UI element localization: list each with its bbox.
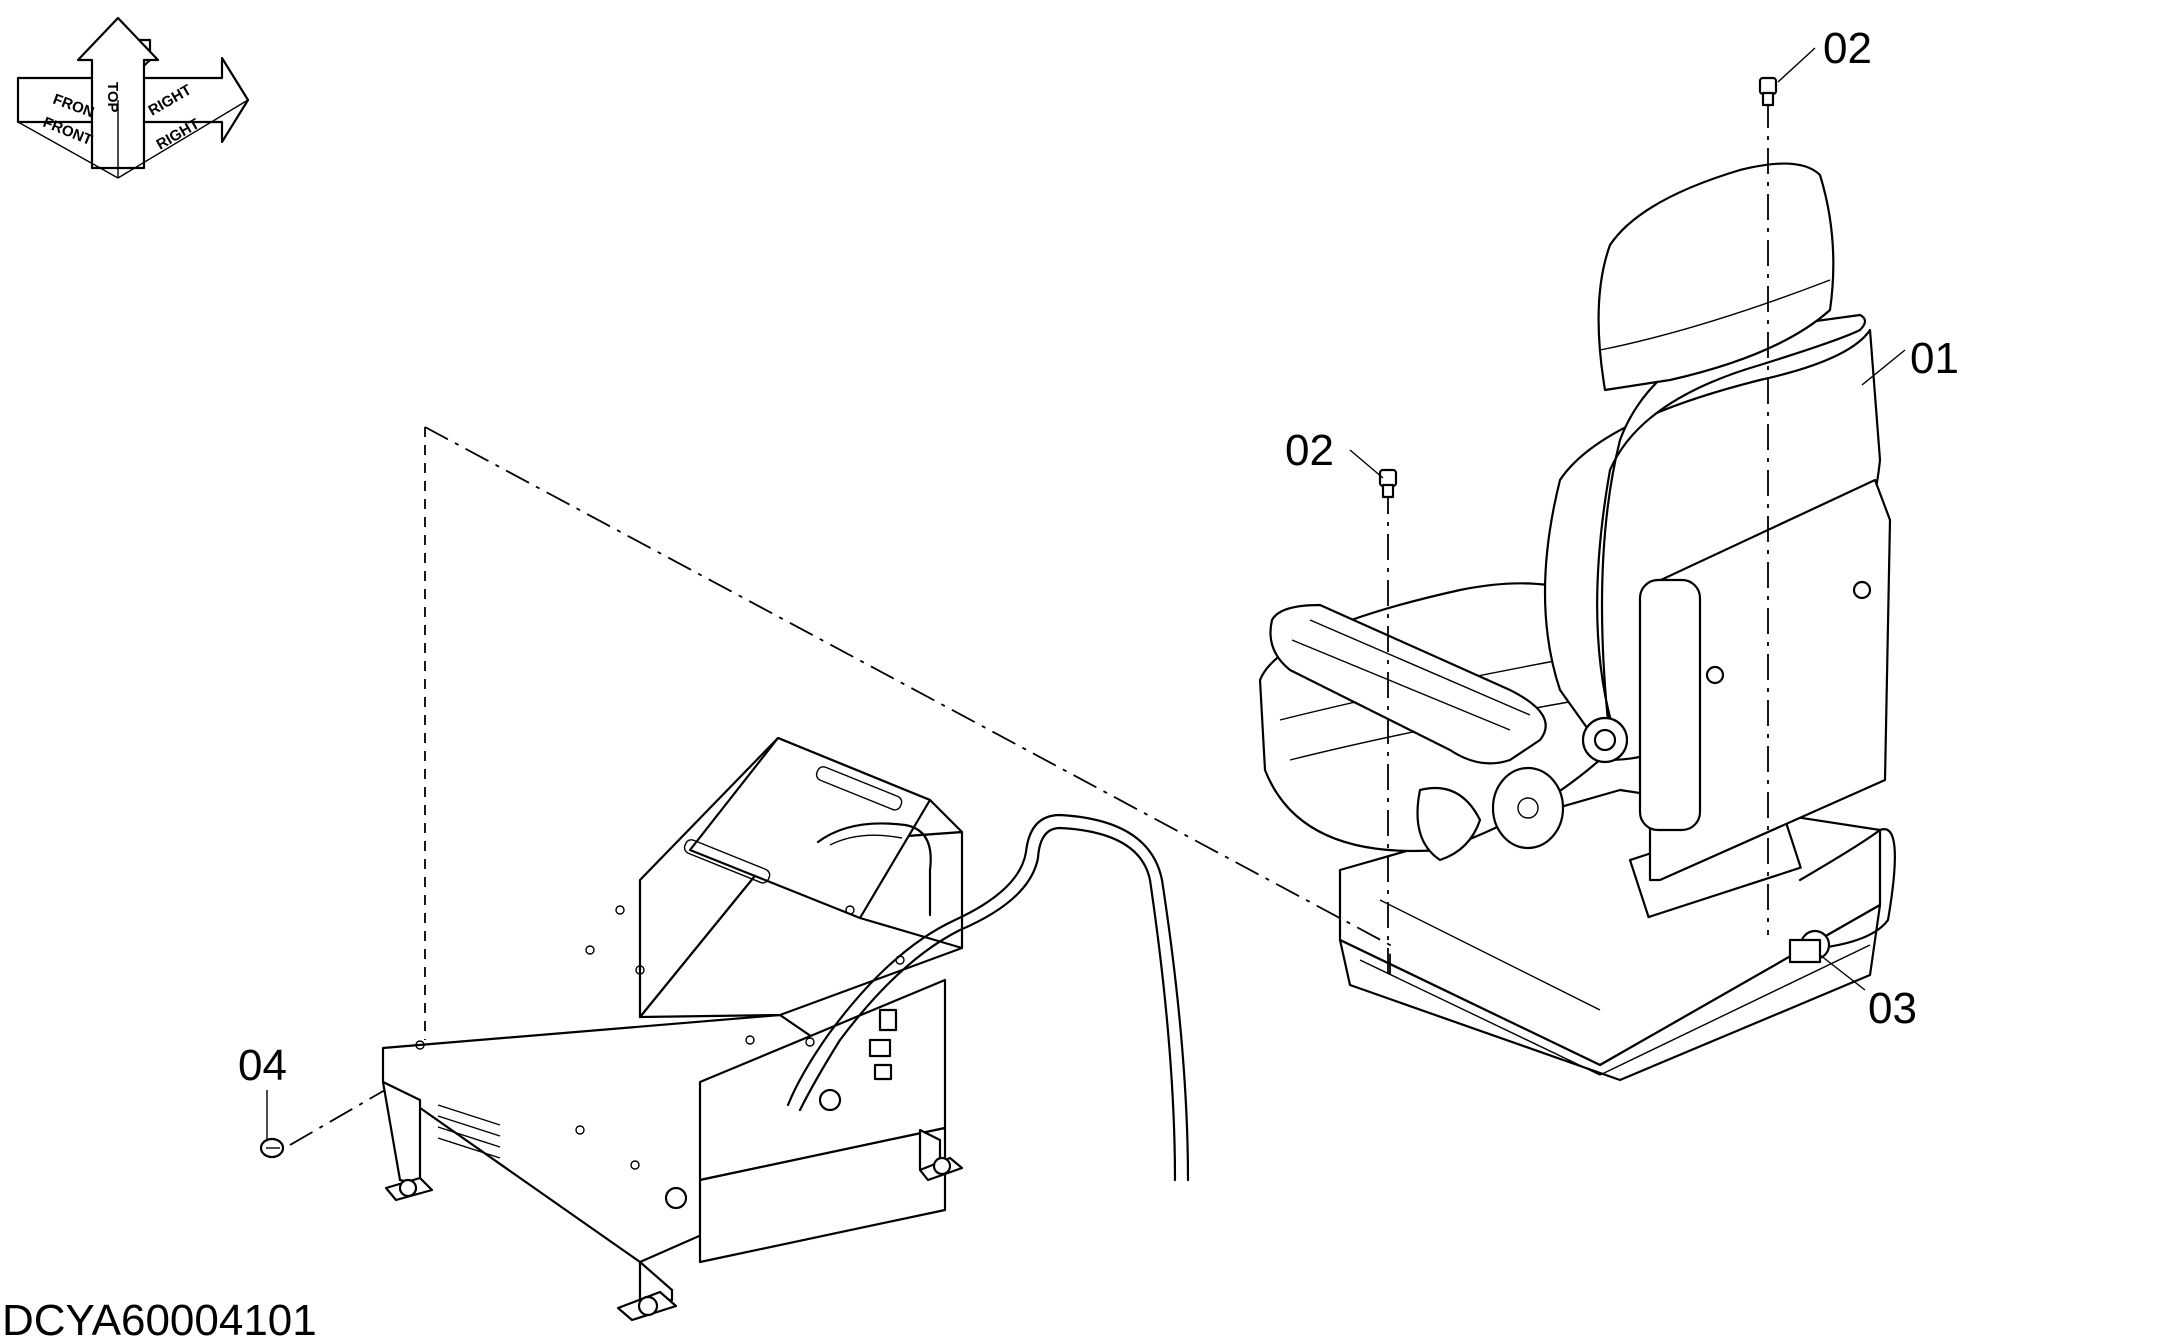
callout-02-top: 02 — [1823, 24, 1872, 73]
seat-base-bracket — [381, 736, 1190, 1322]
leader-lines — [266, 47, 1906, 1140]
orientation-icon: FRON TOP RIGHT FRONT RIGHT — [16, 16, 250, 179]
screw-02-top — [1758, 76, 1778, 107]
callout-04: 04 — [238, 1041, 287, 1090]
vent-slots — [437, 1104, 501, 1159]
screw-04 — [259, 1137, 285, 1159]
drawing-code: DCYA60004101 — [2, 1296, 317, 1344]
operator-seat — [1258, 162, 1896, 1082]
callout-03: 03 — [1868, 984, 1917, 1033]
screw-02-mid — [1378, 468, 1398, 499]
assembly-lines — [289, 102, 1769, 1146]
callout-01: 01 — [1910, 334, 1959, 383]
callout-02-mid: 02 — [1285, 426, 1334, 475]
orientation-top: TOP — [104, 82, 121, 113]
